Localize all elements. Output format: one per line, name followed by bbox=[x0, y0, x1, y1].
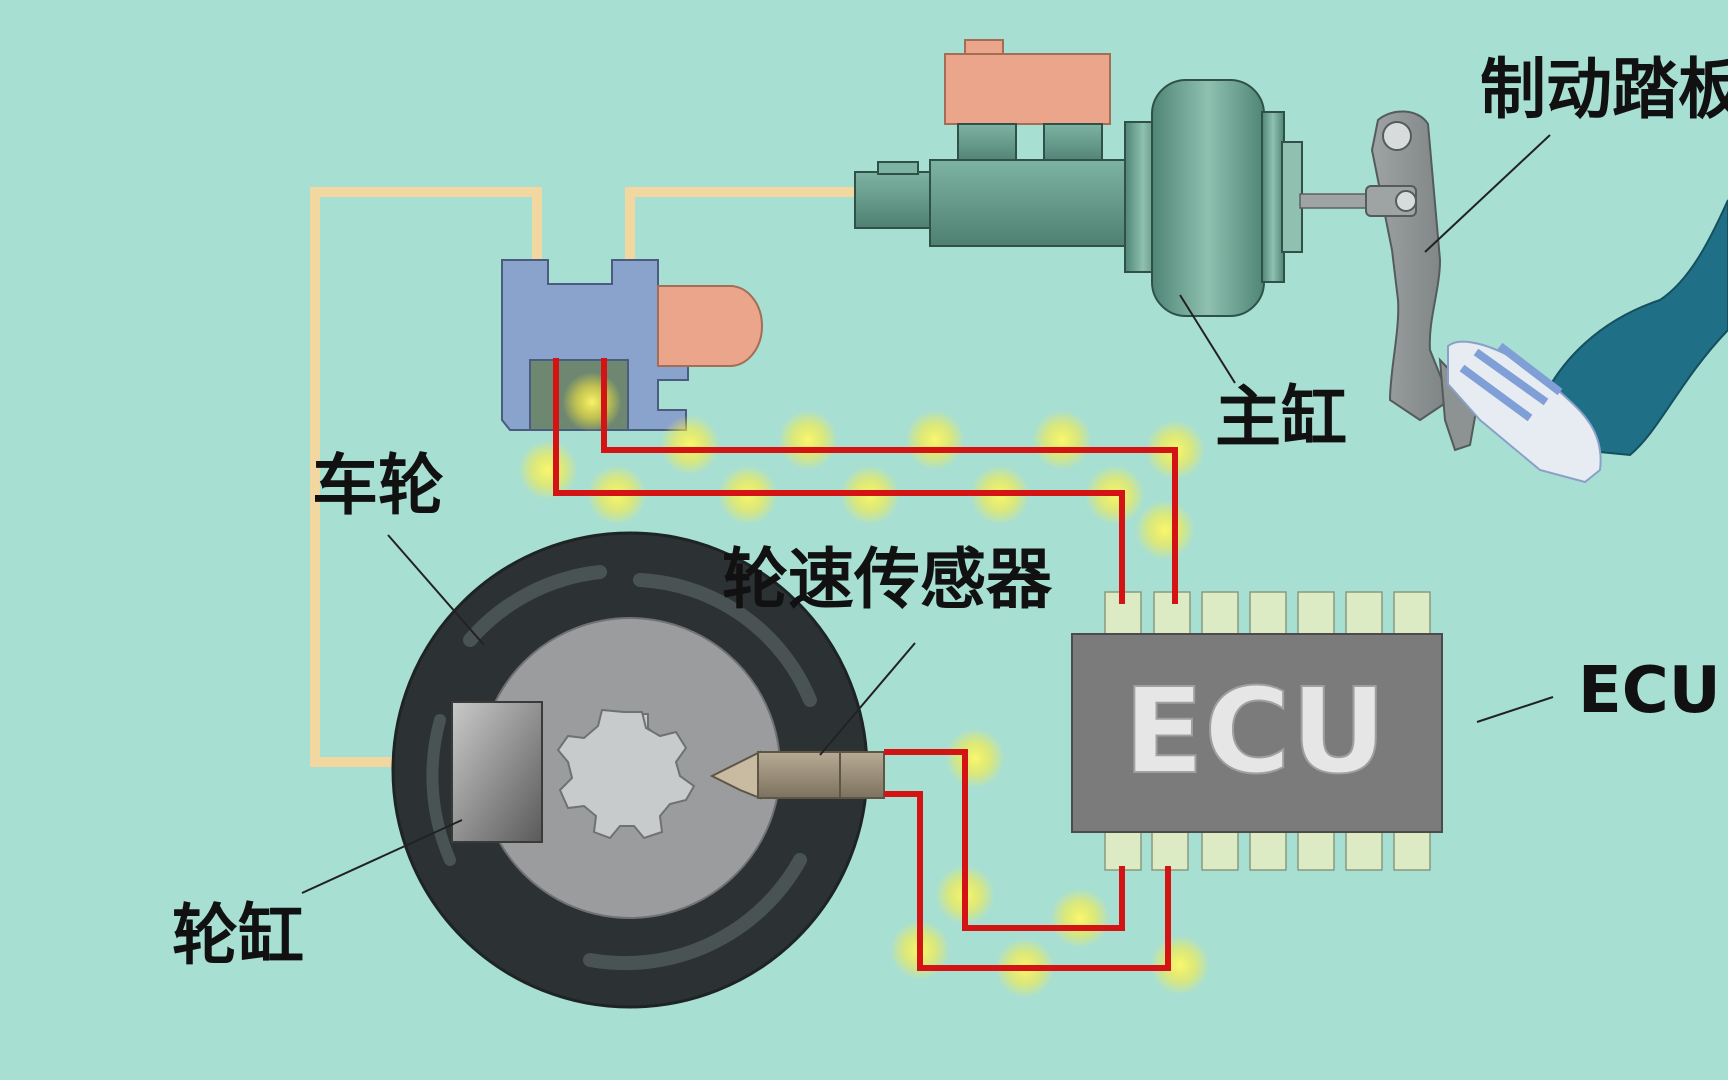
sensor-wire-2 bbox=[884, 791, 1171, 971]
sensor-body bbox=[757, 751, 885, 799]
brake-line-to-master bbox=[625, 187, 860, 264]
label-ecu: ECU bbox=[1578, 654, 1721, 728]
sensor-wire-1 bbox=[884, 749, 1125, 931]
tire-highlight-1 bbox=[463, 565, 607, 647]
clevis-pin bbox=[1395, 190, 1417, 212]
driver-foot bbox=[1447, 199, 1728, 484]
leader-ecu bbox=[1476, 696, 1554, 723]
shoe-stripe-3 bbox=[1497, 342, 1563, 396]
leader-wheel-cylinder bbox=[301, 819, 463, 894]
ecu-body bbox=[1071, 633, 1443, 833]
label-wheel-speed-sensor: 轮速传感器 bbox=[722, 541, 1053, 618]
tone-ring-hub bbox=[584, 727, 676, 819]
ecu-top-pins bbox=[1104, 591, 1431, 637]
pedal-pivot bbox=[1382, 121, 1412, 151]
label-wheel-cylinder: 轮缸 bbox=[172, 897, 304, 974]
leader-lines bbox=[301, 134, 1554, 894]
leader-sensor bbox=[819, 642, 916, 756]
label-master-cylinder: 主缸 bbox=[1215, 379, 1347, 456]
shoe-stripe-2 bbox=[1473, 348, 1549, 406]
master-cylinder-nose bbox=[854, 171, 936, 229]
reservoir-neck-1 bbox=[957, 123, 1017, 165]
brake-lines bbox=[310, 187, 860, 767]
leg bbox=[1538, 199, 1728, 457]
leader-wheel bbox=[387, 534, 485, 646]
leader-pedal bbox=[1424, 134, 1551, 253]
push-rod bbox=[1299, 193, 1373, 209]
master-cylinder-assembly bbox=[854, 39, 1373, 317]
tire-highlight-2 bbox=[633, 573, 817, 707]
master-cylinder-body bbox=[929, 159, 1131, 247]
shoe-stripe-1 bbox=[1459, 364, 1533, 422]
fluid-reservoir bbox=[944, 53, 1111, 125]
tire-highlight-3 bbox=[583, 853, 807, 971]
leader-master bbox=[1179, 294, 1236, 384]
brake-line-to-wheel bbox=[310, 187, 542, 767]
wheel bbox=[391, 531, 869, 1009]
modulator-wire-2 bbox=[553, 358, 1125, 604]
ecu-bottom-pins bbox=[1104, 829, 1431, 871]
modulator-valve bbox=[657, 285, 763, 367]
ecu-chip: ECU bbox=[1071, 591, 1443, 871]
master-cylinder-tip bbox=[877, 161, 919, 175]
brake-booster bbox=[1151, 79, 1265, 317]
tire-highlight-4 bbox=[426, 714, 456, 866]
label-brake-pedal: 制动踏板 bbox=[1480, 51, 1728, 128]
wheel-cylinder bbox=[451, 701, 543, 843]
wheel-speed-sensor bbox=[709, 750, 885, 800]
modulator-wire-1 bbox=[601, 358, 1178, 604]
label-wheel: 车轮 bbox=[312, 447, 444, 524]
signal-wires bbox=[553, 358, 1178, 971]
booster-back-plate bbox=[1261, 111, 1285, 283]
booster-stud bbox=[1281, 141, 1303, 253]
reservoir-neck-2 bbox=[1043, 123, 1103, 165]
ecu-chip-text: ECU bbox=[1123, 662, 1386, 800]
